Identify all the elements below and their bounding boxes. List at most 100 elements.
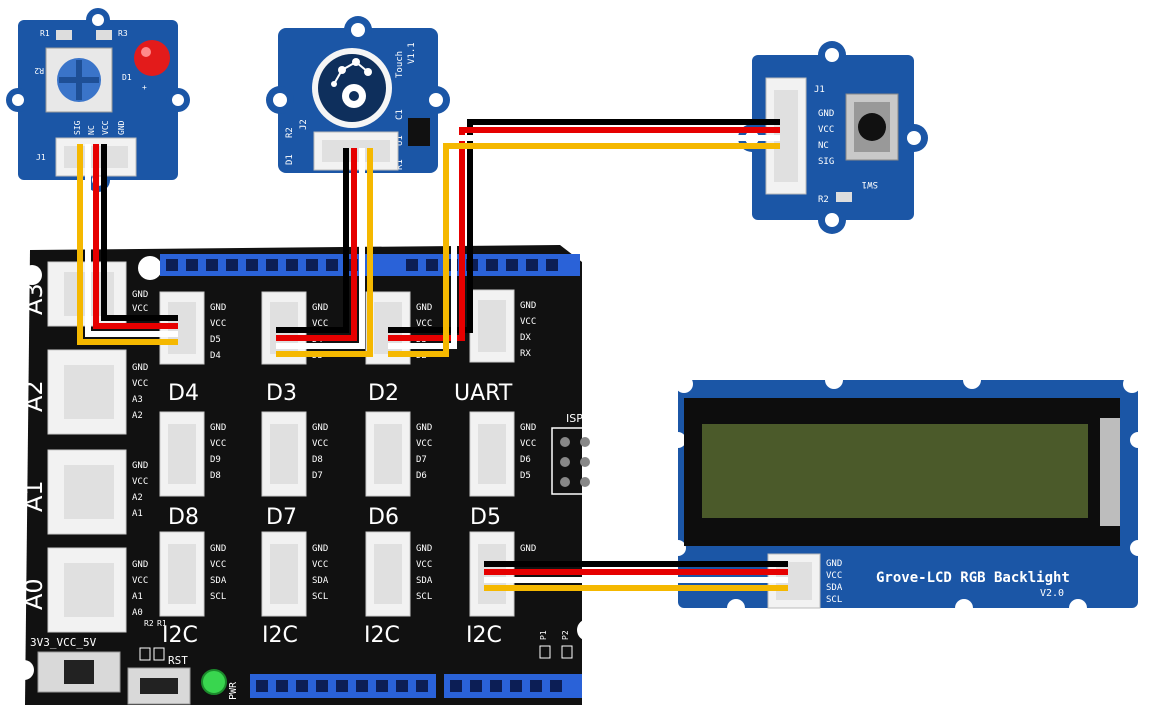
r2-label: R2 bbox=[34, 66, 44, 75]
port-label: I2C bbox=[364, 623, 400, 648]
pin-label: D7 bbox=[312, 471, 323, 481]
digital-port-uart[interactable] bbox=[469, 289, 515, 363]
j1-label: J1 bbox=[36, 153, 46, 162]
u1-label: U1 bbox=[395, 135, 405, 146]
res-r1-label: R1 bbox=[157, 619, 167, 628]
pin-label: DX bbox=[520, 333, 531, 343]
pin-label: D9 bbox=[210, 455, 221, 465]
analog-port-a2[interactable]: A2 bbox=[20, 349, 127, 435]
pin-label: GND bbox=[818, 109, 834, 119]
pin-label: VCC bbox=[826, 571, 842, 581]
rst-label: RST bbox=[168, 654, 188, 667]
pin-label: VCC bbox=[101, 120, 110, 135]
pin-label: VCC bbox=[132, 304, 148, 314]
digital-port-d5[interactable] bbox=[469, 411, 515, 497]
touch-module: Touch V1.1 J2 R2 D1 U1 R1 C1 bbox=[266, 16, 450, 173]
pin-label: A0 bbox=[132, 608, 143, 618]
pin-label: D8 bbox=[210, 471, 221, 481]
cable-rotary-to-d4 bbox=[77, 144, 178, 345]
pin-label: GND bbox=[132, 461, 148, 471]
port-label: A2 bbox=[20, 380, 48, 412]
pin-label: GND bbox=[210, 423, 226, 433]
j2-label: J2 bbox=[299, 119, 309, 130]
rst-button[interactable] bbox=[127, 667, 191, 705]
pin-label: SCL bbox=[416, 592, 432, 602]
port-label: D4 bbox=[168, 381, 199, 406]
lcd-title: Grove-LCD RGB Backlight bbox=[876, 570, 1070, 586]
j1-label: J1 bbox=[814, 85, 825, 95]
pin-label: GND bbox=[132, 560, 148, 570]
r2-label: R2 bbox=[818, 195, 829, 205]
voltage-switch-label: 3V3_VCC_5V bbox=[30, 636, 97, 649]
pin-label: GND bbox=[132, 363, 148, 373]
i2c-port-1[interactable] bbox=[159, 531, 205, 617]
pin-label: NC bbox=[87, 125, 96, 135]
d1-label: D1 bbox=[285, 154, 295, 165]
digital-port-d6[interactable] bbox=[365, 411, 411, 497]
pin-label: VCC bbox=[210, 439, 226, 449]
pin-label: VCC bbox=[132, 576, 148, 586]
port-label: A1 bbox=[20, 480, 48, 512]
pin-label: VCC bbox=[210, 560, 226, 570]
pin-label: VCC bbox=[132, 477, 148, 487]
voltage-switch[interactable] bbox=[37, 651, 121, 693]
pin-label: SDA bbox=[826, 583, 843, 593]
port-label: A0 bbox=[20, 578, 48, 610]
digital-port-d8[interactable] bbox=[159, 411, 205, 497]
port-label: I2C bbox=[262, 623, 298, 648]
pin-label: D6 bbox=[416, 471, 427, 481]
pin-label: VCC bbox=[132, 379, 148, 389]
pin-label: GND bbox=[132, 290, 148, 300]
pin-label: GND bbox=[210, 544, 226, 554]
pin-label: GND bbox=[520, 301, 536, 311]
pin-label: VCC bbox=[312, 319, 328, 329]
pin-label: VCC bbox=[520, 439, 536, 449]
pin-label: GND bbox=[312, 423, 328, 433]
r1-label: R1 bbox=[395, 159, 405, 170]
pin-label: GND bbox=[826, 559, 842, 569]
r3-label: R3 bbox=[118, 29, 128, 38]
r1-label: R1 bbox=[40, 29, 50, 38]
port-label: I2C bbox=[466, 623, 502, 648]
pin-label: VCC bbox=[520, 317, 536, 327]
port-label: I2C bbox=[162, 623, 198, 648]
i2c-port-2[interactable] bbox=[261, 531, 307, 617]
pin-label: A2 bbox=[132, 493, 143, 503]
pin-label: A1 bbox=[132, 592, 143, 602]
pin-label: VCC bbox=[312, 560, 328, 570]
isp-label: ISP bbox=[566, 412, 583, 425]
pin-label: SDA bbox=[416, 576, 433, 586]
pin-label: VCC bbox=[416, 560, 432, 570]
touch-version: V1.1 bbox=[407, 42, 417, 64]
button-module: J1 GND VCC NC SIG R2 SW1 bbox=[738, 41, 928, 234]
pin-label: VCC bbox=[818, 125, 834, 135]
pin-label: VCC bbox=[210, 319, 226, 329]
pin-label: GND bbox=[416, 303, 432, 313]
pin-label: D8 bbox=[312, 455, 323, 465]
sw1-label: SW1 bbox=[862, 179, 878, 189]
digital-port-d7[interactable] bbox=[261, 411, 307, 497]
red-led bbox=[134, 40, 170, 76]
pin-label: NC bbox=[818, 141, 829, 151]
pin-label: SIG bbox=[818, 157, 834, 167]
pin-label: VCC bbox=[416, 439, 432, 449]
port-label: D7 bbox=[266, 505, 297, 530]
lcd-screen bbox=[702, 424, 1088, 518]
port-label: D2 bbox=[368, 381, 399, 406]
pin-label: SIG bbox=[73, 120, 82, 135]
pin-label: GND bbox=[117, 120, 126, 135]
touch-pad[interactable] bbox=[312, 48, 392, 128]
i2c-port-3[interactable] bbox=[365, 531, 411, 617]
pin-label: GND bbox=[312, 303, 328, 313]
cable-touch-to-d3 bbox=[276, 148, 373, 357]
pin-label: GND bbox=[520, 544, 536, 554]
push-button[interactable] bbox=[845, 93, 899, 161]
analog-port-a0[interactable]: A0 bbox=[20, 547, 127, 633]
d1-label: D1 bbox=[122, 73, 132, 82]
pin-label: SCL bbox=[826, 595, 842, 605]
pin-label: VCC bbox=[416, 319, 432, 329]
analog-port-a1[interactable]: A1 bbox=[20, 449, 127, 535]
potentiometer[interactable] bbox=[45, 47, 113, 113]
isp-header bbox=[551, 427, 599, 495]
